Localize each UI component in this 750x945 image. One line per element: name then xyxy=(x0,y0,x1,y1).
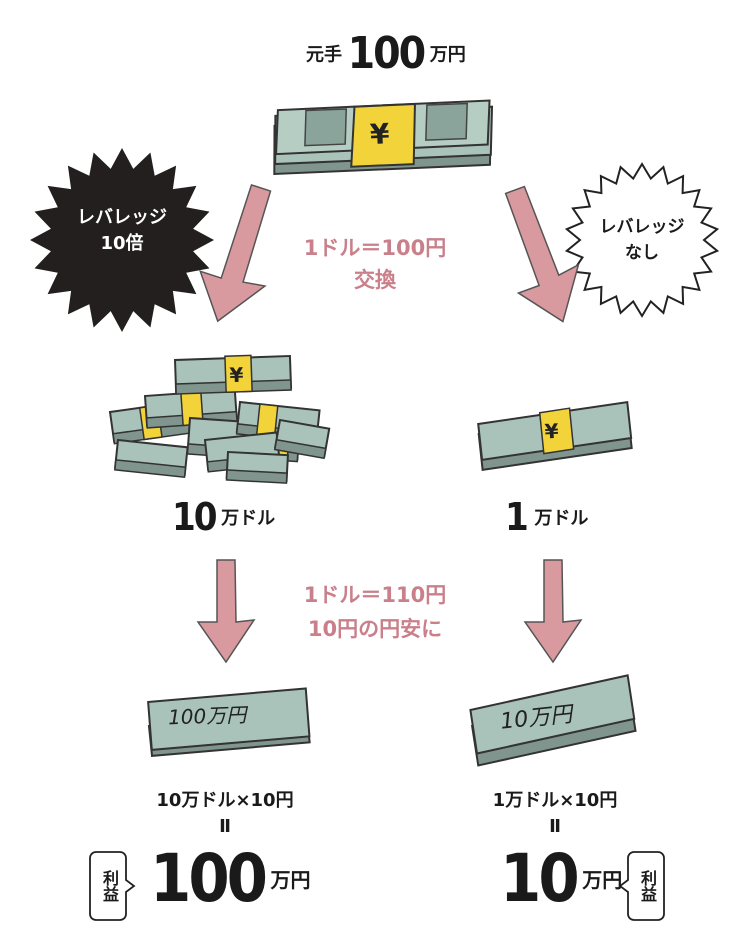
badge-leverage-10x: レバレッジ 10倍 xyxy=(62,205,182,257)
right-profit-amount: 10 xyxy=(500,840,580,917)
right-calc-formula: 1万ドル×10円 xyxy=(492,790,618,811)
top-label: 元手 xyxy=(306,44,342,66)
svg-text:¥: ¥ xyxy=(544,419,559,444)
badge-leverage-10x-line2: 10倍 xyxy=(100,233,144,254)
left-bill-label-text: 100万円 xyxy=(167,702,247,730)
right-holding-amount: 1 xyxy=(505,495,529,539)
yen-bundle-single-icon: ¥ xyxy=(477,401,633,471)
down-arrow-icon-left xyxy=(196,559,256,664)
badge-no-leverage-line1: レバレッジ xyxy=(599,217,685,237)
badge-no-leverage-line2: なし xyxy=(625,243,659,263)
left-profit-tag-text: 利益 xyxy=(100,870,119,902)
left-holding: 10 万ドル xyxy=(172,495,275,539)
exchange-rate-note-1: 1ドル＝100円 交換 xyxy=(275,232,475,296)
exchange-rate-2: 1ドル＝110円 xyxy=(303,583,447,607)
starburst-badge-icon-outline xyxy=(564,162,720,318)
left-profit-unit: 万円 xyxy=(270,868,311,892)
yen-depreciation-note: 10円の円安に xyxy=(307,617,443,641)
starburst-badge-icon-dark xyxy=(30,148,214,332)
right-holding: 1 万ドル xyxy=(505,495,588,539)
badge-leverage-10x-line1: レバレッジ xyxy=(77,207,167,228)
top-yen-bundle-icon: ¥ xyxy=(273,99,494,176)
left-calc-formula: 10万ドル×10円 xyxy=(156,790,294,811)
badge-no-leverage: レバレッジ なし xyxy=(584,214,700,266)
exchange-action: 交換 xyxy=(354,268,396,292)
right-profit-tag-text: 利益 xyxy=(638,870,657,902)
down-arrow-icon-right xyxy=(523,559,583,664)
left-profit-tag: 利益 xyxy=(96,858,120,914)
left-profit: 100 万円 xyxy=(150,840,311,917)
bill-bundle-left-icon xyxy=(147,687,311,757)
left-holding-unit: 万ドル xyxy=(221,508,276,529)
exchange-rate-note-2: 1ドル＝110円 10円の円安に xyxy=(270,578,480,646)
top-capital: 元手 100 万円 xyxy=(306,28,466,79)
bill-bundle-right-icon xyxy=(469,674,637,767)
down-arrow-icon-right-diagonal xyxy=(504,185,580,323)
top-unit: 万円 xyxy=(429,44,466,66)
yen-bundle-pile-icon: ¥ xyxy=(108,354,331,484)
left-holding-amount: 10 xyxy=(172,495,218,539)
right-profit: 10 万円 xyxy=(500,840,622,917)
right-holding-unit: 万ドル xyxy=(534,508,589,529)
svg-text:¥: ¥ xyxy=(369,117,391,151)
left-profit-amount: 100 xyxy=(150,840,268,917)
profit-tag-right-frame xyxy=(618,851,665,921)
left-bill-label: 100万円 xyxy=(168,699,247,731)
left-calc: 10万ドル×10円 Ⅱ xyxy=(130,786,320,837)
right-profit-unit: 万円 xyxy=(582,868,623,892)
profit-tag-left-frame xyxy=(89,851,136,921)
right-calc: 1万ドル×10円 Ⅱ xyxy=(470,786,640,837)
right-equals: Ⅱ xyxy=(549,816,561,837)
exchange-rate-1: 1ドル＝100円 xyxy=(303,236,447,260)
top-amount: 100 xyxy=(347,28,427,79)
svg-text:¥: ¥ xyxy=(229,363,244,387)
right-profit-tag: 利益 xyxy=(634,858,658,914)
down-arrow-icon-left-diagonal xyxy=(199,183,272,323)
left-equals: Ⅱ xyxy=(219,816,231,837)
